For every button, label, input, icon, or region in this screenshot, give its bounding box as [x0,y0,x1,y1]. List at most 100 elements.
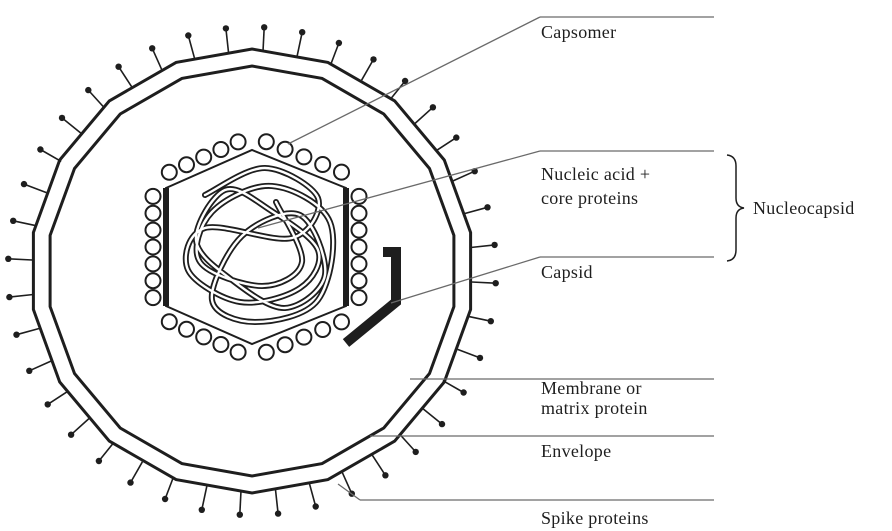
capsomer [196,150,211,165]
spike-protein [131,462,143,483]
spike-protein [152,48,162,70]
capsomer [231,345,246,360]
spike-protein-head [6,294,12,300]
spike-protein [276,490,279,514]
capsomer [162,314,177,329]
spike-protein [471,245,495,248]
spike-protein-head [413,449,419,455]
spike-protein [29,361,51,371]
spike-protein-head [491,242,497,248]
spike-protein-head [149,45,155,51]
spike-protein-head [199,507,205,513]
capsomer [352,206,367,221]
spike-protein [8,259,32,260]
spike-protein [9,295,33,298]
spike-protein-head [370,56,376,62]
spike-protein-head [439,421,445,427]
capsomer [352,240,367,255]
spike-protein [467,316,491,321]
capsomer-label: Capsomer [541,22,616,42]
capsomer [352,290,367,305]
capsomer [278,337,293,352]
spike-protein-head [261,24,267,30]
spike-protein [99,442,114,461]
spike-protein [453,171,475,181]
spike-protein-head [10,218,16,224]
spike-protein [472,282,496,283]
spike-protein-head [223,25,229,31]
capsomer [315,157,330,172]
spike-protein-head [275,510,281,516]
spike-protein [330,43,339,65]
capsomer [334,314,349,329]
spike-proteins-label: Spike proteins [541,508,649,528]
spike-protein [458,349,480,358]
capsomer [259,134,274,149]
spike-protein-head [484,204,490,210]
capsomer [259,345,274,360]
spike-protein-head [45,401,51,407]
capsomer [146,189,161,204]
capsomer [315,322,330,337]
capsomer [146,223,161,238]
spike-protein [372,455,385,475]
spike-protein-head [21,181,27,187]
spike-protein-head [237,512,243,518]
spike-protein [415,107,433,123]
spike-protein [13,221,37,226]
envelope-outer-outline [33,49,470,493]
spike-protein [390,81,405,100]
spike-protein [443,381,464,393]
capsomer [146,240,161,255]
nucleocapsid-brace [727,155,744,261]
capsomer [352,223,367,238]
envelope-label: Envelope [541,441,611,461]
capsomer [334,165,349,180]
spike-protein [226,28,229,52]
capsomer [146,273,161,288]
capsid-label: Capsid [541,262,593,282]
nucleic-acid-label-line2: core proteins [541,188,638,208]
spike-protein [423,409,442,424]
spike-protein-head [59,115,65,121]
spike-protein-head [488,318,494,324]
spike-proteins-group [5,24,499,518]
capsid-leader [391,257,540,303]
spike-protein [188,36,194,59]
capsomer [296,149,311,164]
capsomer [146,290,161,305]
spike-protein [297,32,302,56]
spike-protein [309,483,315,506]
spike-protein [165,477,174,499]
spike-protein-head [460,389,466,395]
spike-protein [119,67,132,87]
spike-protein-head [68,432,74,438]
nucleic-acid-label-line1: Nucleic acid + [541,164,650,184]
spike-protein-head [96,458,102,464]
spike-protein-head [115,63,121,69]
spike-protein-head [127,479,133,485]
spike-protein [464,207,487,213]
spike-protein [240,491,241,515]
capsomer [213,337,228,352]
spike-protein-head [185,32,191,38]
nucleocapsid-label: Nucleocapsid [753,198,855,218]
spike-protein-head [336,40,342,46]
spike-protein [24,184,46,193]
capsomer [352,256,367,271]
spike-protein [17,328,40,334]
capsomer [146,256,161,271]
spike-protein [362,59,374,80]
spike-protein-head [493,280,499,286]
spike-protein [48,391,68,404]
spike-protein-head [313,503,319,509]
spike-protein-head [162,496,168,502]
spike-protein [62,118,81,133]
membrane-label-line2: matrix protein [541,398,648,418]
spike-protein-head [5,256,11,262]
spike-protein [71,419,89,435]
capsomer [179,157,194,172]
capsomer [179,322,194,337]
spike-protein [40,150,61,162]
